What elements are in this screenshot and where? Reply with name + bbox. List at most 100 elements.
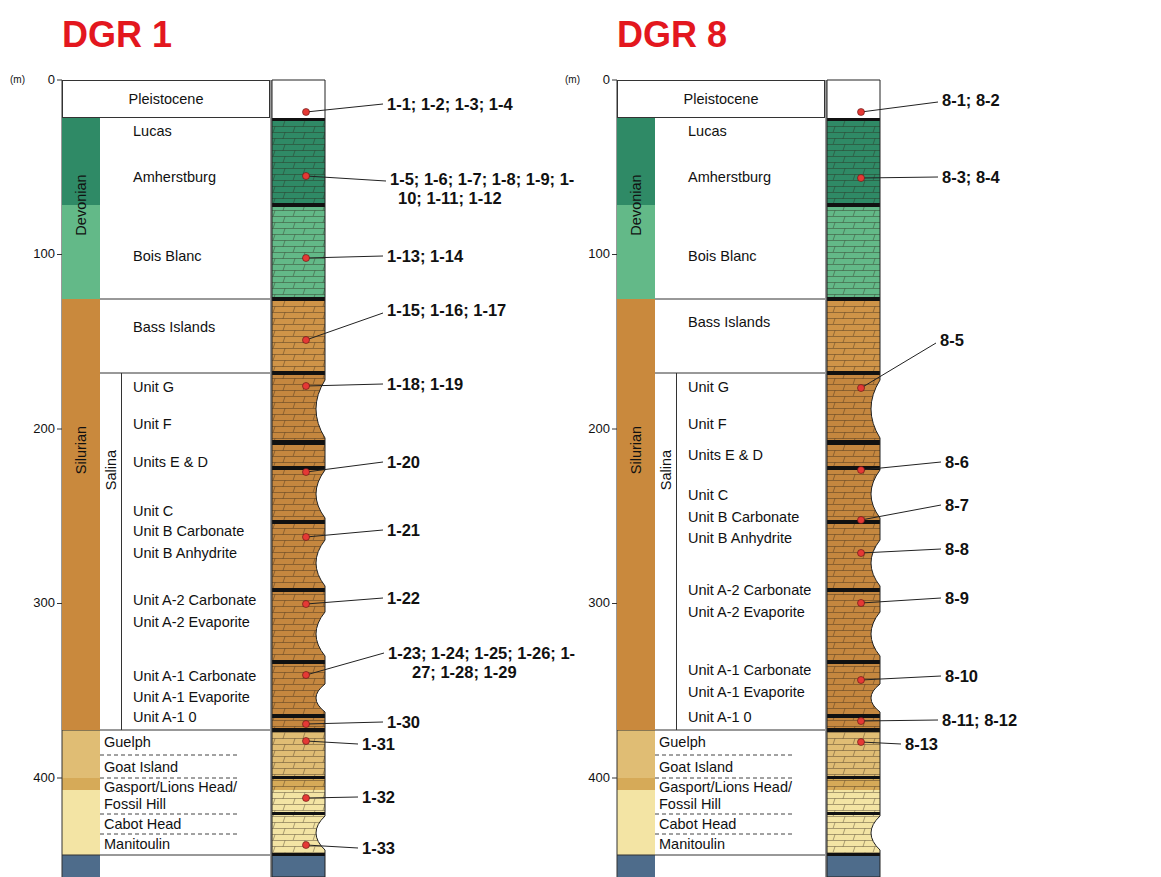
- formation-name: Amherstburg: [688, 169, 822, 186]
- depth-unit: (m): [565, 74, 580, 86]
- sample-label: 1-30: [387, 713, 420, 732]
- formation-name: Unit B Carbonate: [688, 509, 822, 526]
- shale-band: [827, 520, 880, 524]
- column-title: DGR 1: [62, 14, 172, 55]
- shale-band: [272, 440, 325, 445]
- sample-label: 1-18; 1-19: [387, 375, 463, 394]
- shale-band: [272, 466, 325, 470]
- shale-band: [272, 714, 325, 718]
- formation-name: Unit A-1 Evaporite: [133, 689, 267, 706]
- depth-label: 100: [33, 247, 55, 262]
- sample-label: 8-7: [945, 496, 969, 515]
- period-fill: [617, 730, 655, 778]
- depth-label: 0: [48, 73, 55, 88]
- lithology-column: [272, 80, 325, 877]
- sample-dot: [858, 517, 865, 524]
- sample-label: 8-5: [940, 331, 964, 350]
- shale-band: [272, 588, 325, 592]
- sample-label: 1-21: [387, 521, 420, 540]
- formation-divider: [655, 755, 795, 756]
- depth-label: 300: [588, 596, 610, 611]
- leader-line: [306, 104, 383, 112]
- sample-dot: [303, 534, 310, 541]
- formation-name: Unit A-1 Evaporite: [688, 684, 822, 701]
- formation-cell: Unit B Anhydrite: [133, 545, 267, 562]
- formation-cell: Unit C: [133, 503, 267, 520]
- depth-label-box: 100: [33, 247, 55, 262]
- leader-line: [306, 530, 383, 537]
- formation-divider: [655, 834, 795, 835]
- depth-label: 400: [33, 771, 55, 786]
- depth-label: 100: [588, 247, 610, 262]
- shale-band: [272, 297, 325, 301]
- shale-band: [827, 297, 880, 301]
- formation-cell: Bass Islands: [688, 314, 822, 331]
- lithology-fill: [272, 855, 325, 877]
- formation-name: Unit B Anhydrite: [133, 545, 267, 562]
- formation-name: Manitoulin: [104, 836, 267, 853]
- sample-label-box: 1-5; 1-6; 1-7; 1-8; 1-9; 1-10; 1-11; 1-1…: [390, 170, 575, 208]
- sample-dot: [303, 255, 310, 262]
- formation-name: Lucas: [133, 123, 267, 140]
- lithology-outline: [272, 80, 325, 877]
- sample-label-box: 8-11; 8-12: [942, 711, 1017, 730]
- sample-label: 8-3; 8-4: [942, 168, 1000, 187]
- shale-band: [827, 203, 880, 207]
- table-line: [655, 373, 825, 374]
- lithology-outline: [827, 80, 880, 877]
- leader-line: [861, 549, 941, 553]
- formation-cell: Guelph: [659, 734, 822, 751]
- formation-divider: [100, 834, 240, 835]
- sample-label-box: 1-33: [362, 839, 395, 858]
- formation-cell: Unit A-1 0: [688, 709, 822, 726]
- depth-label-box: 400: [588, 771, 610, 786]
- sample-dot: [858, 718, 865, 725]
- sample-dot: [858, 550, 865, 557]
- lithology-fill: [827, 80, 880, 118]
- shale-band: [272, 203, 325, 207]
- formation-name: Manitoulin: [659, 836, 822, 853]
- formation-name: Unit G: [688, 379, 822, 396]
- column-table: [57, 80, 271, 877]
- formation-name: Bois Blanc: [688, 248, 822, 265]
- formation-cell: Unit C: [688, 487, 822, 504]
- sample-label-box: 1-20: [387, 453, 420, 472]
- sample-label: 8-6: [945, 453, 969, 472]
- depth-label-box: 0: [48, 73, 55, 88]
- formation-name: Unit C: [688, 487, 822, 504]
- formation-name: Lucas: [688, 123, 822, 140]
- sample-dot: [858, 600, 865, 607]
- leader-line: [861, 676, 941, 680]
- column-title-box: DGR 1: [62, 14, 172, 55]
- period-fill: [62, 778, 100, 790]
- leader-line: [861, 742, 901, 744]
- lithology-fill: [827, 855, 880, 877]
- table-line: [271, 80, 272, 877]
- sample-dot: [858, 385, 865, 392]
- sample-label: 1-32: [362, 788, 395, 807]
- formation-name: Unit A-2 Evaporite: [133, 614, 267, 631]
- depth-label: 0: [603, 73, 610, 88]
- sample-label-box: 8-10: [945, 667, 978, 686]
- sample-label: 1-13; 1-14: [387, 247, 463, 266]
- formation-name: Bois Blanc: [133, 248, 267, 265]
- formation-cell: Bass Islands: [133, 319, 267, 336]
- shale-band: [272, 371, 325, 375]
- period-fill: [62, 730, 100, 778]
- shale-band: [272, 520, 325, 524]
- formation-cell: Manitoulin: [659, 836, 822, 853]
- formation-name: Guelph: [104, 734, 267, 751]
- depth-label-box: 300: [588, 596, 610, 611]
- sample-markers: [303, 102, 942, 849]
- shale-band: [272, 118, 325, 121]
- period-fill: [617, 790, 655, 855]
- sample-dot: [303, 337, 310, 344]
- formation-name: Bass Islands: [688, 314, 822, 331]
- formation-divider: [100, 778, 240, 779]
- group-band: Salina: [100, 373, 122, 730]
- shale-band: [272, 812, 325, 815]
- sample-label-box: 8-5: [940, 331, 964, 350]
- column-title: DGR 8: [617, 14, 727, 55]
- depth-tick: [612, 778, 617, 779]
